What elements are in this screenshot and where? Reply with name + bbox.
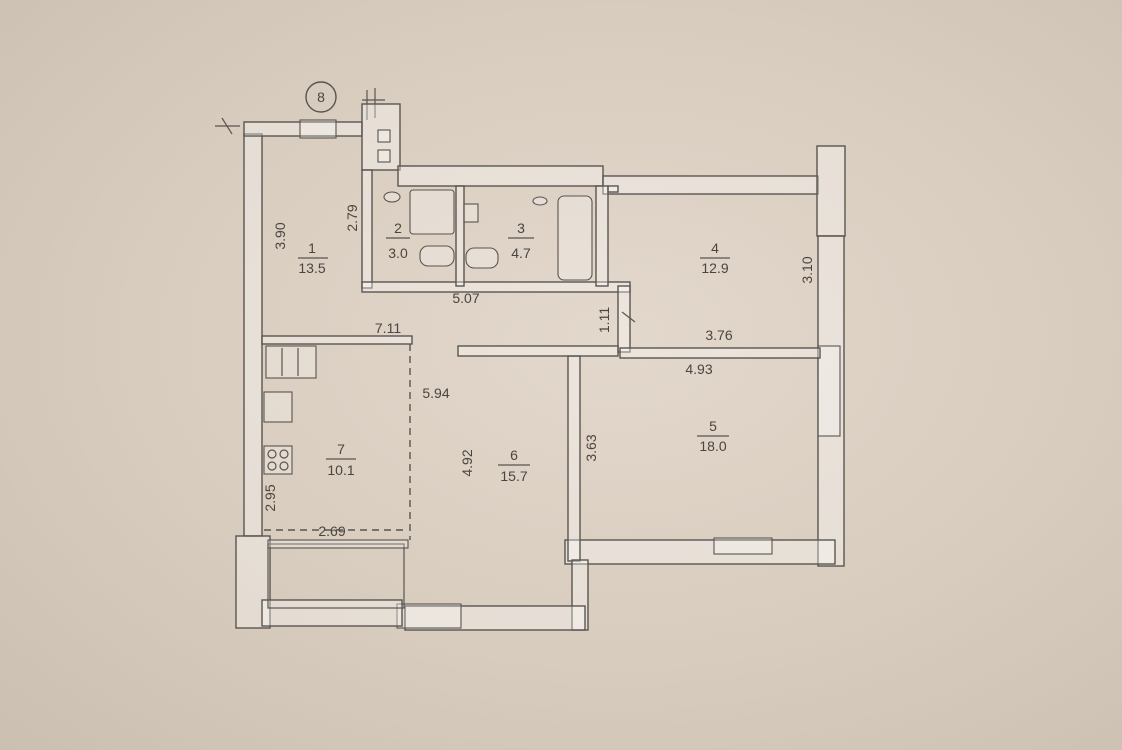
vent-shaft	[377, 149, 391, 163]
dim-4-93: 4.93	[685, 361, 712, 377]
dim-3-90: 3.90	[272, 222, 288, 249]
exterior-walls	[235, 103, 846, 631]
stove	[263, 445, 293, 475]
dim-3-10: 3.10	[799, 256, 815, 283]
toilet	[465, 247, 499, 269]
axis-marker: 8	[305, 81, 337, 113]
vent-shaft	[377, 129, 391, 143]
axis-ticks	[215, 88, 385, 135]
room-3-label: 3 4.7	[508, 220, 534, 261]
kitchen-sink	[263, 391, 293, 423]
room-5-number: 5	[709, 418, 717, 434]
room-2-number: 2	[394, 220, 402, 236]
room-7-number: 7	[337, 441, 345, 457]
room-6-label: 6 15.7	[498, 447, 530, 484]
dimension-labels: 3.90 2.79 5.07 7.11 1.11 3.10 3.76 4.93 …	[262, 204, 815, 539]
kitchen-cabinets	[265, 345, 317, 379]
room-6-number: 6	[510, 447, 518, 463]
balcony-rail	[267, 539, 409, 549]
room-4-area: 12.9	[701, 260, 728, 276]
room-2-label: 2 3.0	[386, 220, 410, 261]
dim-5-94: 5.94	[422, 385, 449, 401]
dim-2-79: 2.79	[344, 204, 360, 231]
bathroom-fixtures	[383, 189, 593, 281]
dim-3-63: 3.63	[583, 434, 599, 461]
room-4-label: 4 12.9	[700, 240, 730, 276]
room-1-label: 1 13.5	[298, 240, 328, 276]
dim-2-95: 2.95	[262, 484, 278, 511]
room-5-label: 5 18.0	[697, 418, 729, 454]
room-7-label: 7 10.1	[326, 441, 356, 478]
sink	[532, 196, 548, 206]
dim-4-92: 4.92	[459, 449, 475, 476]
room-4-number: 4	[711, 240, 719, 256]
room-6-area: 15.7	[500, 468, 527, 484]
dim-5-07: 5.07	[452, 290, 479, 306]
bathtub	[557, 195, 593, 281]
dim-3-76: 3.76	[705, 327, 732, 343]
toilet	[419, 245, 455, 267]
sink	[383, 191, 401, 203]
washbasin	[463, 203, 479, 223]
room-2-area: 3.0	[388, 245, 408, 261]
window	[396, 603, 462, 629]
room-5-area: 18.0	[699, 438, 726, 454]
shower-tray	[409, 189, 455, 235]
axis-marker-label: 8	[317, 89, 325, 105]
window	[817, 345, 841, 437]
interior-walls	[261, 169, 821, 540]
dim-1-11: 1.11	[596, 307, 612, 333]
dim-7-11: 7.11	[375, 320, 401, 336]
window	[713, 537, 773, 555]
room-1-number: 1	[308, 240, 316, 256]
window	[299, 119, 337, 139]
room-3-area: 4.7	[511, 245, 531, 261]
dim-2-69: 2.69	[318, 523, 345, 539]
room-7-area: 10.1	[327, 462, 354, 478]
room-3-number: 3	[517, 220, 525, 236]
room-1-area: 13.5	[298, 260, 325, 276]
kitchen-fixtures	[263, 345, 317, 475]
